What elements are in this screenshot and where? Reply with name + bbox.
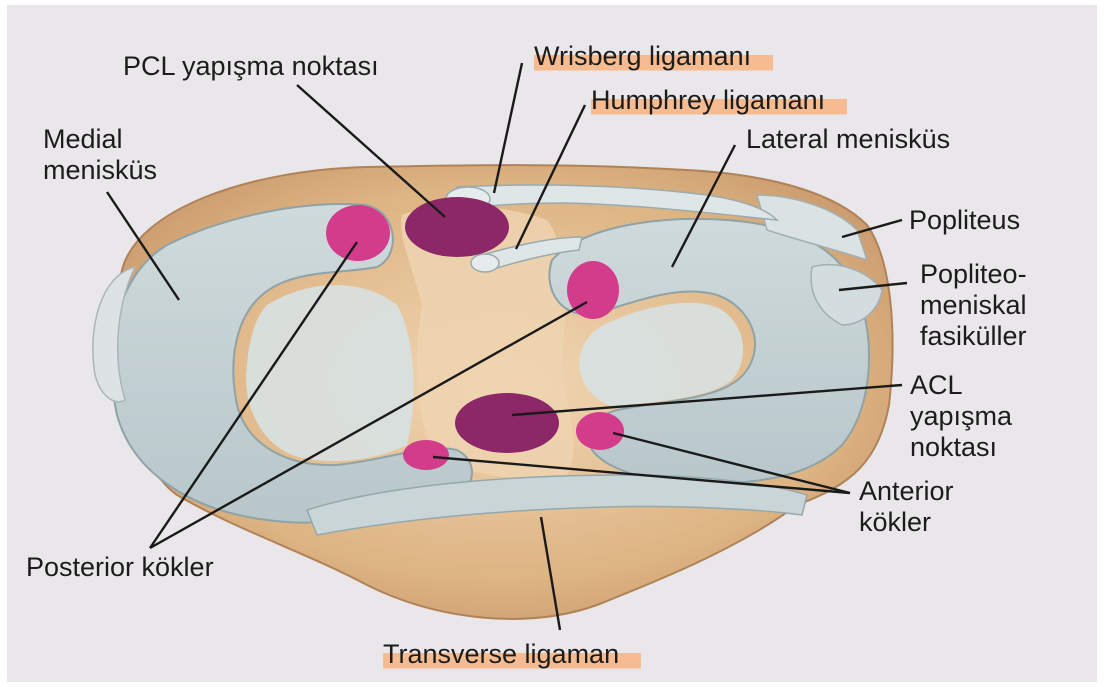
lateral-anterior-root [576,412,624,450]
label-humphrey-ligament: Humphrey ligamanı [591,85,847,116]
label-transverse-ligament: Transverse ligaman [383,639,641,670]
medial-meniscus-inner [246,285,414,461]
label-acl-attachment: ACL yapışma noktası [910,370,1012,463]
medial-anterior-root [403,440,449,470]
label-popliteomeniscal-fascicles: Popliteo- meniskal fasiküller [920,259,1027,352]
label-anterior-roots: Anterior kökler [859,476,954,538]
label-lateral-meniscus: Lateral menisküs [746,124,950,155]
acl-attachment [455,393,559,453]
label-posterior-roots: Posterior kökler [26,552,214,583]
pcl-attachment [405,197,509,257]
diagram-page: PCL yapışma noktası Wrisberg ligamanı Hu… [7,5,1097,682]
lateral-posterior-root [567,261,619,319]
medial-posterior-root [326,205,390,261]
label-popliteus: Popliteus [909,205,1020,236]
humphrey-ligament-end [471,254,499,272]
label-medial-meniscus: Medial menisküs [43,124,157,186]
label-wrisberg-ligament: Wrisberg ligamanı [534,41,773,72]
label-pcl-attachment: PCL yapışma noktası [123,51,379,82]
